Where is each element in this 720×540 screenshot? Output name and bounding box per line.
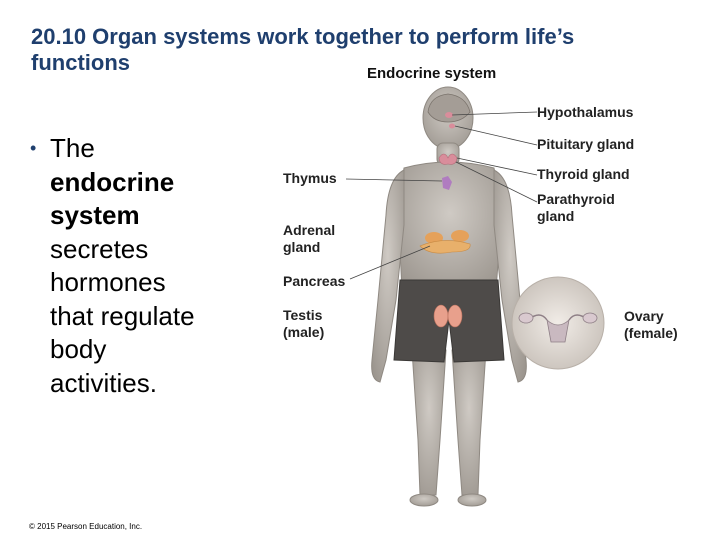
leader-line-pituitary (454, 125, 538, 146)
bullet-line: activities. (50, 367, 157, 398)
leader-line-thymus (345, 178, 443, 182)
ovary-left (518, 312, 534, 324)
label-testis-line-1: Testis (283, 307, 323, 323)
ovary-inset (511, 276, 605, 370)
label-ovary-line-1: Ovary (624, 308, 664, 324)
bullet-line: that regulate (50, 300, 195, 331)
ovary-right (582, 312, 598, 324)
label-parathyroid-line-2: gland (537, 208, 575, 224)
leader-line-hypothalamus (451, 111, 538, 116)
label-hypothalamus: Hypothalamus (537, 104, 634, 120)
label-pituitary-gland: Pituitary gland (537, 136, 635, 152)
bullet-line: hormones (50, 267, 166, 297)
testis-right (447, 304, 463, 328)
pancreas-organ (419, 240, 471, 254)
label-ovary-line-2: (female) (624, 325, 678, 341)
bullet-line: endocrine (50, 166, 175, 197)
label-adrenal-line-1: Adrenal (283, 222, 336, 238)
label-ovary: Ovary (female) (624, 308, 678, 342)
label-adrenal-gland: Adrenal gland (283, 222, 335, 256)
left-leg (411, 349, 447, 496)
bullet-line: system (50, 200, 140, 230)
slide-title-line-2: functions (31, 50, 130, 75)
bullet-line: body (50, 334, 107, 364)
copyright-notice: © 2015 Pearson Education, Inc. (29, 522, 143, 531)
hypothalamus-gland (445, 112, 453, 118)
label-adrenal-line-2: gland (283, 239, 321, 255)
left-arm (371, 169, 405, 383)
adrenal-gland-right (451, 230, 469, 242)
label-thymus: Thymus (283, 170, 337, 186)
shorts (393, 279, 505, 363)
right-foot (457, 493, 487, 507)
leader-line-thyroid (456, 157, 538, 176)
slide-title: 20.10 Organ systems work together to per… (31, 24, 691, 76)
testis-left (433, 304, 449, 328)
leader-lines (345, 111, 538, 280)
left-foot (409, 493, 439, 507)
thymus-gland (442, 176, 452, 190)
slide-title-line-1: 20.10 Organ systems work together to per… (31, 24, 575, 49)
bullet-line: The (50, 133, 95, 163)
bullet-text: The endocrine system secretes hormones t… (50, 132, 240, 400)
label-thyroid-gland: Thyroid gland (537, 166, 630, 182)
figure-title: Endocrine system (367, 65, 497, 82)
leader-line-pancreas (349, 245, 431, 280)
label-pancreas: Pancreas (283, 273, 346, 289)
bullet-line: secretes (50, 233, 149, 264)
label-parathyroid-line-1: Parathyroid (537, 191, 615, 207)
label-testis: Testis (male) (283, 307, 324, 341)
right-leg (451, 349, 487, 496)
bullet-dot-icon: • (30, 138, 37, 158)
uterus (546, 318, 570, 343)
label-parathyroid-gland: Parathyroid gland (537, 191, 615, 225)
label-testis-line-2: (male) (283, 324, 325, 340)
pituitary-gland (449, 123, 455, 129)
leader-line-parathyroid (455, 161, 538, 203)
